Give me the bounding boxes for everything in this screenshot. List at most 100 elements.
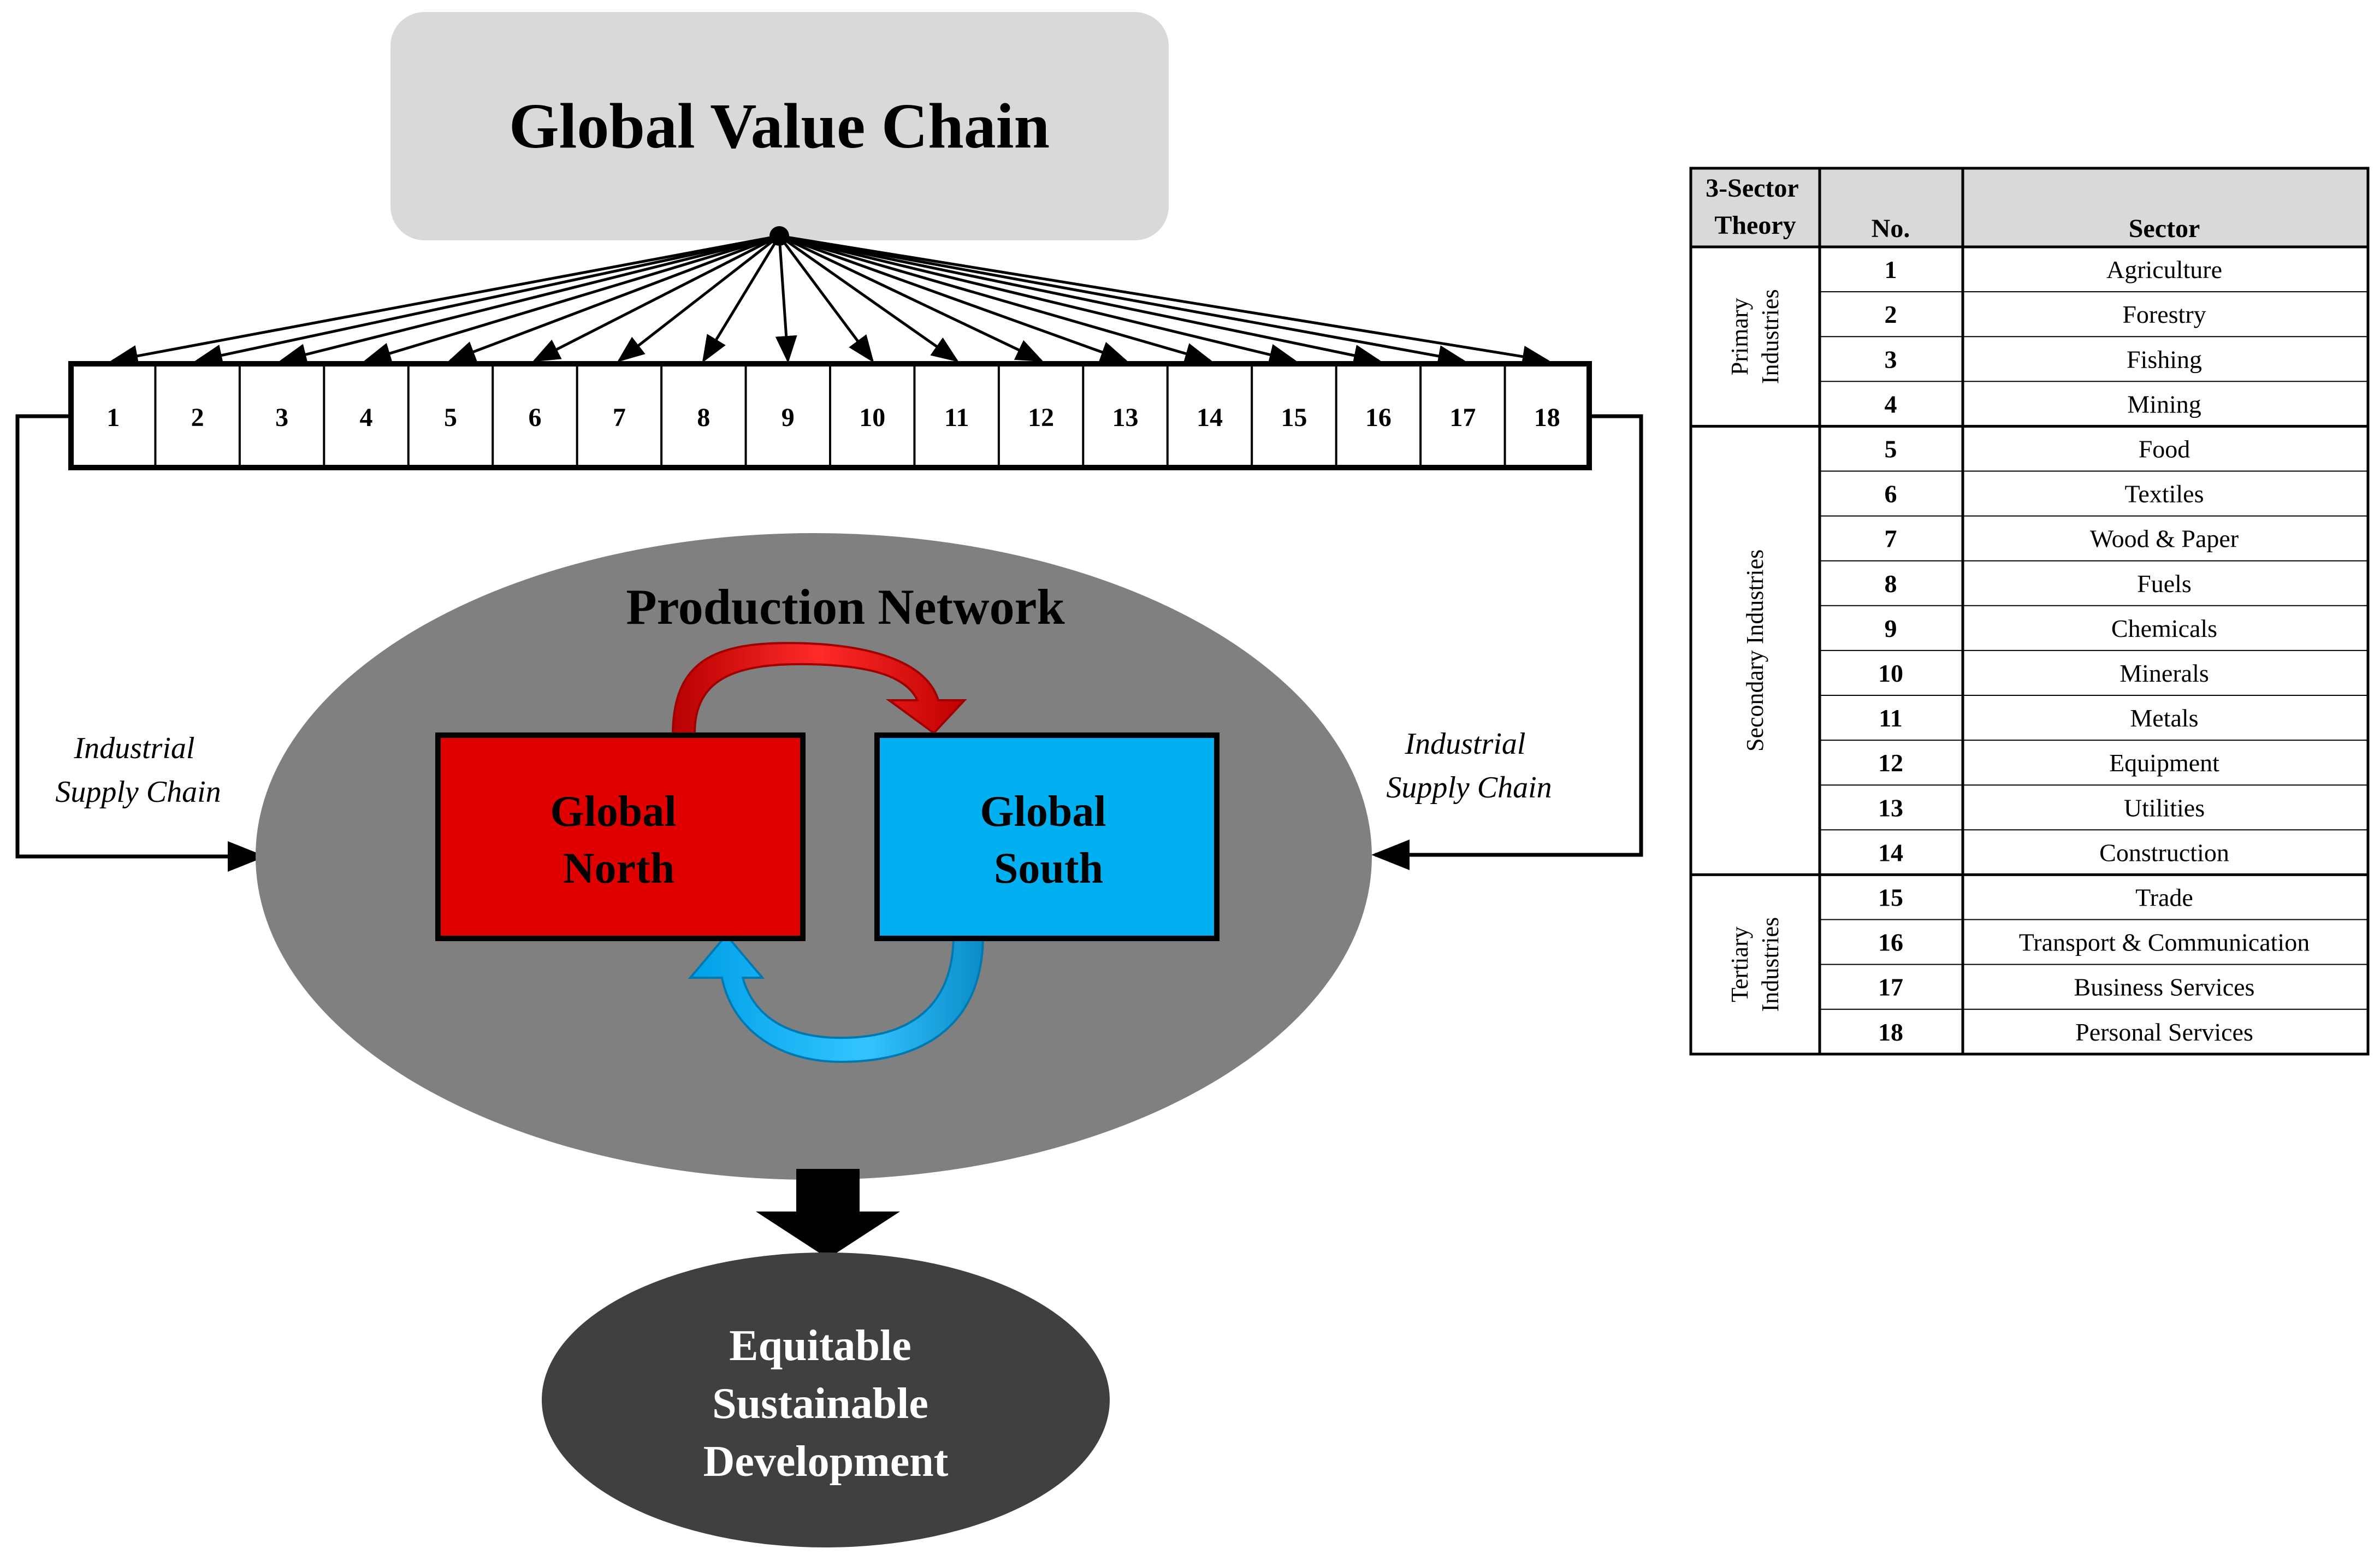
supply-chain-left-line-1: Industrial: [74, 731, 195, 765]
fan-arrow-18: [779, 234, 1550, 368]
sector-number-3: 3: [275, 403, 288, 432]
table-group-label: Secondary Industries: [1742, 549, 1768, 752]
table-cell-no: 7: [1885, 525, 1897, 553]
sector-number-13: 13: [1112, 403, 1139, 432]
south-to-north-arrow: [688, 933, 985, 1063]
table-cell-sector: Trade: [2135, 883, 2193, 911]
fan-arrow-14: [779, 234, 1212, 364]
table-header-bg: [1691, 168, 2368, 247]
table-cell-no: 17: [1878, 973, 1903, 1001]
sector-number-17: 17: [1449, 403, 1476, 432]
supply-chain-right-label: Industrial Supply Chain: [1386, 727, 1552, 805]
fan-arrow-2: [194, 234, 780, 367]
table-cell-sector: Fuels: [2137, 570, 2192, 598]
table-group-label-line: Industries: [1757, 917, 1784, 1012]
table-header-theory-line-1: 3-Sector: [1706, 174, 1798, 203]
table-cell-sector: Utilities: [2124, 794, 2205, 822]
supply-chain-left-line-2: Supply Chain: [55, 775, 221, 809]
table-cell-no: 16: [1878, 929, 1903, 956]
table-cell-sector: Chemicals: [2111, 614, 2217, 642]
outcome-label: Equitable Sustainable Development: [703, 1322, 949, 1486]
north-to-south-arrow: [671, 642, 967, 736]
fan-arrow-8: [702, 235, 781, 363]
production-network-ellipse: [256, 533, 1372, 1180]
table-cell-sector: Business Services: [2074, 973, 2255, 1001]
table-group-label-line: Secondary Industries: [1742, 549, 1768, 752]
table-cell-no: 6: [1885, 480, 1897, 508]
fan-arrow-9: [775, 235, 797, 363]
table-cell-no: 12: [1878, 749, 1903, 777]
sector-number-5: 5: [444, 403, 457, 432]
fan-arrow-17: [779, 234, 1466, 367]
fan-arrow-5: [448, 234, 780, 362]
supply-chain-right-connector: [1371, 414, 1643, 870]
title-box: Global Value Chain: [390, 12, 1169, 240]
table-cell-no: 2: [1885, 300, 1897, 328]
supply-chain-right-line-2: Supply Chain: [1386, 771, 1552, 805]
sector-number-6: 6: [528, 403, 541, 432]
table-cell-sector: Minerals: [2119, 659, 2209, 687]
table-group-label-line: Tertiary: [1726, 926, 1753, 1002]
table-cell-no: 1: [1885, 256, 1897, 283]
table-group-label-line: Primary: [1726, 298, 1753, 375]
global-south-line-1: Global: [980, 788, 1106, 836]
fan-arrow-7: [617, 235, 780, 363]
fan-arrow-12: [778, 234, 1044, 362]
table-cell-sector: Forestry: [2122, 300, 2206, 328]
table-cell-sector: Food: [2139, 435, 2190, 463]
table-header-theory-line-2: Theory: [1714, 211, 1796, 240]
fan-arrow-4: [363, 234, 780, 364]
sector-number-14: 14: [1197, 403, 1223, 432]
table-cell-sector: Equipment: [2109, 749, 2219, 777]
sector-number-15: 15: [1281, 403, 1307, 432]
table-header-no: No.: [1872, 214, 1910, 243]
outcome-ellipse-shape: [542, 1252, 1110, 1547]
fan-arrow-15: [779, 234, 1297, 365]
outcome-line-3: Development: [703, 1438, 949, 1486]
table-frame: [1689, 167, 2370, 1056]
supply-chain-left-connector: [15, 414, 266, 872]
fan-arrow-10: [778, 235, 874, 363]
table-cell-sector: Agriculture: [2106, 256, 2222, 283]
global-north-line-2: North: [563, 844, 674, 893]
table-cell-no: 13: [1878, 794, 1903, 822]
table-cell-sector: Fishing: [2127, 345, 2202, 373]
production-network-title: Production Network: [626, 579, 1065, 635]
sector-number-9: 9: [782, 403, 795, 432]
sector-number-16: 16: [1365, 403, 1392, 432]
fan-arrow-6: [532, 234, 780, 362]
table-cell-sector: Personal Services: [2075, 1018, 2253, 1046]
table-cell-no: 18: [1878, 1018, 1903, 1046]
table-grid: [1689, 167, 2370, 1056]
table-cell-no: 4: [1885, 390, 1897, 418]
outcome-line-1: Equitable: [729, 1322, 911, 1370]
production-network: Production Network: [256, 533, 1372, 1180]
sector-number-11: 11: [944, 403, 969, 432]
table-cell-sector: Transport & Communication: [2019, 929, 2310, 956]
table-cell-no: 14: [1878, 838, 1903, 866]
global-south-box: Global South: [874, 732, 1219, 941]
table-header-sector: Sector: [2129, 214, 2200, 243]
sector-number-12: 12: [1028, 403, 1054, 432]
fan-arrow-3: [279, 234, 780, 365]
fan-origin-dot: [769, 226, 789, 246]
outcome-ellipse: Equitable Sustainable Development: [542, 1252, 1110, 1547]
global-south-line-2: South: [994, 844, 1103, 893]
supply-chain-left-label: Industrial Supply Chain: [55, 731, 221, 809]
outcome-arrow: [756, 1169, 900, 1258]
table-cell-no: 10: [1878, 659, 1903, 687]
fan-arrow-13: [779, 234, 1128, 363]
global-north-line-1: Global: [550, 788, 676, 836]
fan-arrows: [110, 234, 1550, 368]
global-south-shape: [874, 732, 1219, 941]
table-cell-sector: Mining: [2127, 390, 2201, 418]
sector-number-10: 10: [859, 403, 885, 432]
outcome-line-2: Sustainable: [712, 1380, 928, 1428]
sector-number-18: 18: [1534, 403, 1560, 432]
table-cell-sector: Metals: [2130, 704, 2198, 732]
table-cell-sector: Wood & Paper: [2090, 525, 2239, 553]
